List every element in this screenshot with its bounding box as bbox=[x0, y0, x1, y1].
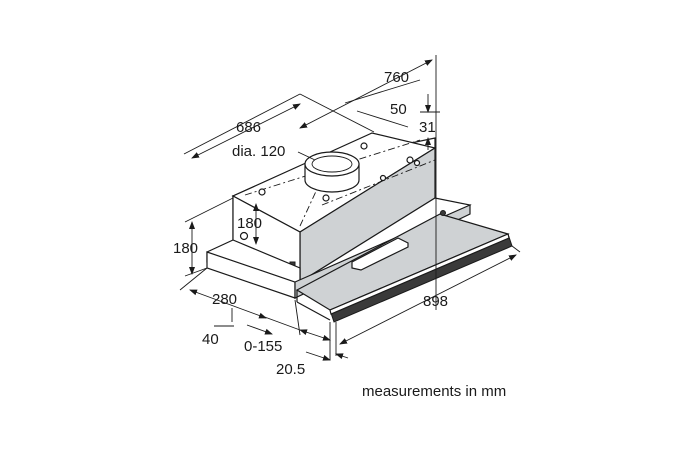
screw-6 bbox=[379, 174, 387, 182]
dim-50: 50 bbox=[390, 101, 407, 118]
screw-4 bbox=[322, 194, 330, 202]
units-note: measurements in mm bbox=[362, 383, 507, 400]
dim-0-155: 0-155 bbox=[244, 338, 282, 355]
dim-dia-120: dia. 120 bbox=[232, 143, 285, 160]
dim-280: 280 bbox=[212, 291, 237, 308]
screw-3 bbox=[406, 156, 414, 164]
dim-outer-180: 180 bbox=[173, 240, 198, 257]
dim-20-5: 20.5 bbox=[276, 361, 305, 378]
centerline-c bbox=[321, 159, 436, 206]
dim-760: 760 bbox=[384, 69, 409, 86]
dim-inner-180: 180 bbox=[237, 215, 262, 232]
duct-collar bbox=[304, 151, 360, 193]
dim-31: 31 bbox=[419, 119, 436, 136]
screw-5 bbox=[239, 231, 249, 241]
screw-1 bbox=[258, 188, 266, 196]
dim-686: 686 bbox=[236, 119, 261, 136]
dimension-labels: 760 686 50 31 dia. 120 180 180 280 40 0-… bbox=[173, 69, 448, 378]
dimension-lines bbox=[179, 55, 521, 361]
dim-898: 898 bbox=[423, 293, 448, 310]
duct-opening-inner bbox=[311, 155, 353, 173]
screw-2 bbox=[360, 142, 368, 150]
dim-40: 40 bbox=[202, 331, 219, 348]
screw-7 bbox=[413, 159, 421, 167]
